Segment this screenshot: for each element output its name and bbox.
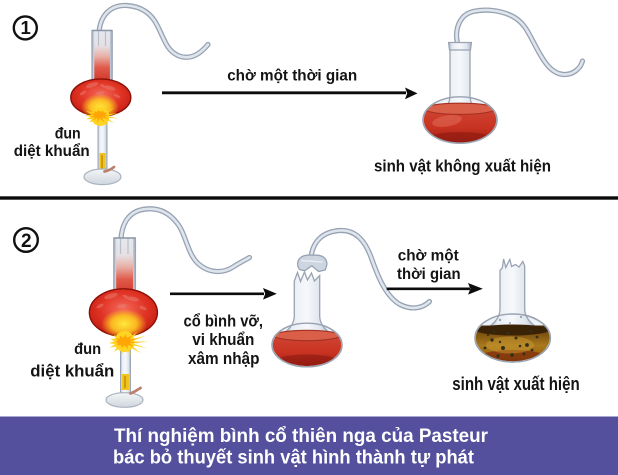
svg-text:thời gian: thời gian xyxy=(397,266,461,283)
svg-text:cổ bình vỡ,: cổ bình vỡ, xyxy=(184,311,264,330)
svg-text:đun: đun xyxy=(74,341,101,358)
svg-text:chờ một thời gian: chờ một thời gian xyxy=(227,67,357,84)
svg-text:diệt khuẩn: diệt khuẩn xyxy=(30,362,114,380)
svg-text:Thí nghiệm bình cổ thiên nga c: Thí nghiệm bình cổ thiên nga của Pasteur xyxy=(114,425,488,447)
svg-text:sinh vật xuất hiện: sinh vật xuất hiện xyxy=(452,374,580,394)
svg-text:đun: đun xyxy=(55,126,81,143)
svg-text:sinh vật không xuất hiện: sinh vật không xuất hiện xyxy=(374,157,551,176)
svg-text:1: 1 xyxy=(20,17,30,38)
svg-text:diệt khuẩn: diệt khuẩn xyxy=(14,142,90,160)
svg-text:chờ một: chờ một xyxy=(398,248,460,265)
svg-text:vi khuẩn: vi khuẩn xyxy=(192,330,254,349)
svg-text:bác bỏ thuyết sinh vật hình th: bác bỏ thuyết sinh vật hình thành tự phá… xyxy=(113,447,474,469)
svg-text:2: 2 xyxy=(21,231,32,252)
svg-text:xâm nhập: xâm nhập xyxy=(188,349,260,368)
